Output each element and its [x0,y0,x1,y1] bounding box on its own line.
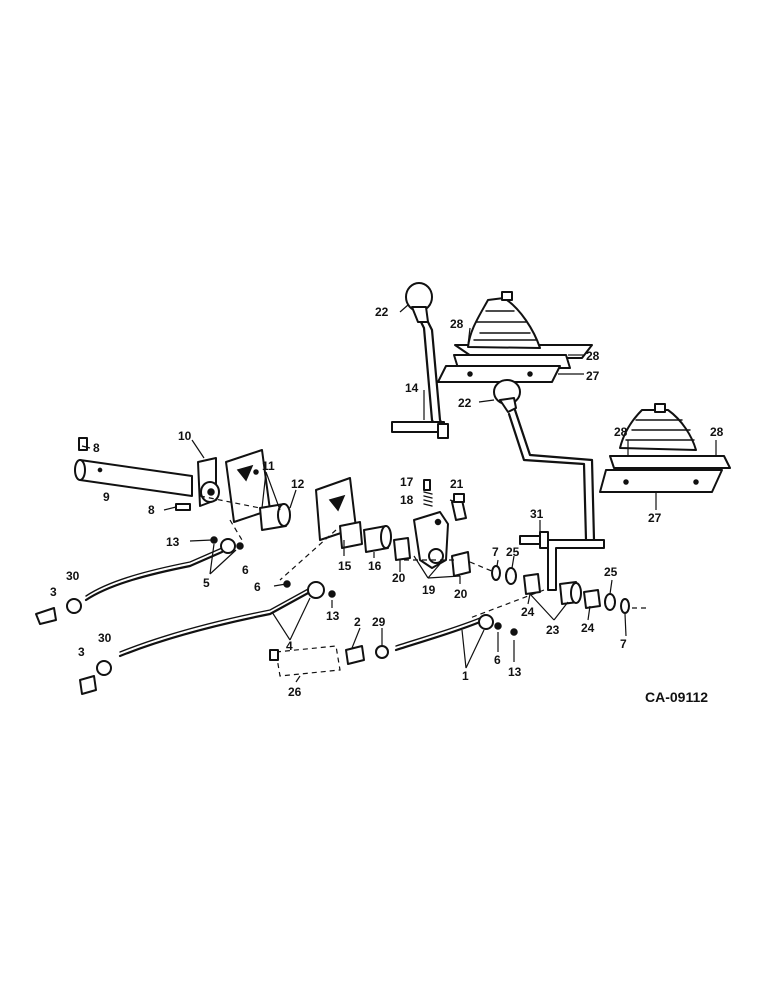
callout-8-lower: 8 [148,503,155,517]
pin-17 [423,479,431,491]
callout-4: 4 [286,639,293,653]
bushing-20-left [393,537,411,561]
joint-3-upper [35,598,82,625]
knob-22-lower [493,379,521,413]
callout-25-right: 25 [604,565,618,579]
drawing-code: CA-09112 [645,689,708,705]
callout-24-left: 24 [521,605,535,619]
bent-lever [507,408,605,591]
rod-4 [118,580,336,658]
knob-22-upper [405,282,433,323]
callout-24-right: 24 [581,621,595,635]
nut-29 [375,645,389,659]
callout-10: 10 [178,429,192,443]
callout-28-upper-right: 28 [586,349,600,363]
callout-25-left: 25 [506,545,520,559]
callout-13-lower: 13 [508,665,522,679]
callout-2: 2 [354,615,361,629]
boot-28-upper [453,291,593,369]
callout-labels: 22 28 28 27 14 22 28 28 27 8 10 9 8 11 1… [50,305,724,699]
joint-3-lower [79,660,112,695]
shaft-9 [74,459,193,497]
callout-3-upper: 3 [50,585,57,599]
callout-7-left: 7 [492,545,499,559]
bushing-12 [259,503,291,531]
callout-6-lower: 6 [494,653,501,667]
callout-15: 15 [338,559,352,573]
callout-28-right-left: 28 [614,425,628,439]
bracket-19 [413,511,449,569]
plate-27-upper [437,365,561,383]
rod-5 [84,536,244,602]
callout-28-right-right: 28 [710,425,724,439]
callout-8-upper: 8 [93,441,100,455]
callout-16: 16 [368,559,382,573]
pin-31 [519,531,549,549]
washer-25-right [604,593,616,611]
bushing-24-left [523,573,541,595]
callout-11: 11 [262,459,275,473]
callout-13-middle: 13 [326,609,340,623]
callout-20-left: 20 [392,571,406,585]
callout-1: 1 [462,669,469,683]
callout-27-upper: 27 [586,369,600,383]
spring-18 [423,491,433,507]
callout-30-lower: 30 [98,631,112,645]
callout-17: 17 [400,475,414,489]
washer-25-left [505,567,517,585]
washer-7-right [620,598,630,614]
bracket-10 [197,457,220,507]
boot-28-right [609,403,731,469]
bolt-21 [451,493,467,521]
callout-29: 29 [372,615,386,629]
callout-5: 5 [203,576,210,590]
pin-8-upper [78,437,88,451]
callout-12: 12 [291,477,305,491]
washer-7-left [491,565,501,581]
callout-7-right: 7 [620,637,627,651]
callout-28-upper-left: 28 [450,317,464,331]
callout-30-upper: 30 [66,569,80,583]
bushing-24-right [583,589,601,609]
callout-14: 14 [405,381,419,395]
assembly-lines [199,495,646,619]
callout-21: 21 [450,477,464,491]
pin-8-lower [175,503,191,511]
shift-lever-14 [391,318,449,439]
callout-13-upper: 13 [166,535,180,549]
callout-18: 18 [400,493,414,507]
part-2 [345,645,365,665]
callout-9: 9 [103,490,110,504]
rod-1 [394,614,518,652]
callout-23: 23 [546,623,560,637]
plate-27-right [599,469,723,493]
bushing-16 [339,521,392,553]
callout-22-lower: 22 [458,396,472,410]
bracket-26 [269,645,341,677]
callout-26: 26 [288,685,302,699]
bushing-23 [559,581,582,605]
callout-3-lower: 3 [78,645,85,659]
callout-19: 19 [422,583,436,597]
callout-6-upper: 6 [242,563,249,577]
callout-6-middle: 6 [254,580,261,594]
leader-lines [81,304,717,683]
bushing-20-right [451,551,471,577]
callout-22-upper: 22 [375,305,389,319]
callout-27-right: 27 [648,511,662,525]
callout-31: 31 [530,507,544,521]
callout-20-right: 20 [454,587,468,601]
